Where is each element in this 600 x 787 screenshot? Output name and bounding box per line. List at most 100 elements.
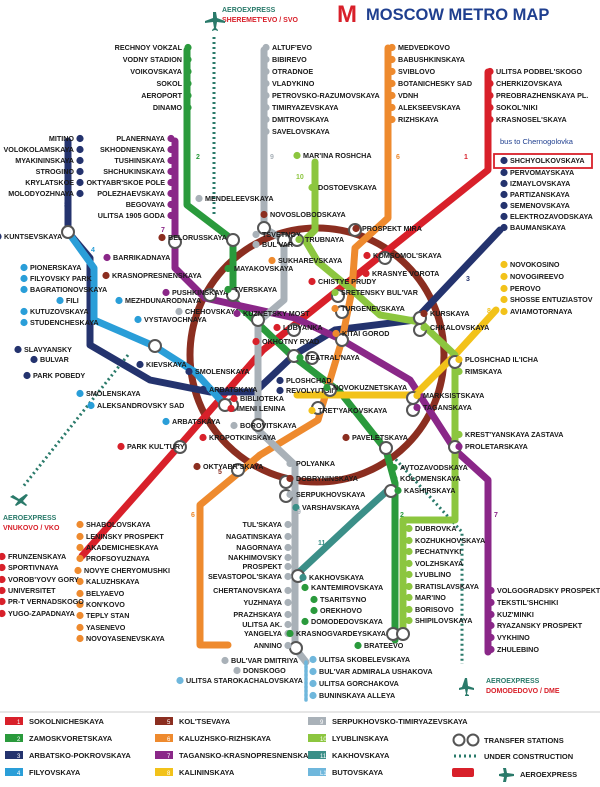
- station-dot: [76, 600, 84, 609]
- station-dot: [308, 183, 316, 192]
- airport-domodedovo: AEROEXPRESS DOMODEDOVO / DME: [459, 678, 560, 696]
- aeroexpress-tracks: [20, 35, 464, 664]
- legend-swatch: [5, 768, 23, 776]
- station-dot: [167, 145, 175, 154]
- station-label: PERVOMAYSKAYA: [510, 168, 574, 177]
- legend-line-name: BUTOVSKAYA: [332, 768, 384, 777]
- station-label: SHOSSE ENTUZIASTOV: [510, 295, 593, 304]
- station-label: KROPOTKINSKAYA: [209, 433, 276, 442]
- station-label: BAUMANSKAYA: [510, 223, 566, 232]
- legend-construction-label: UNDER CONSTRUCTION: [484, 752, 573, 761]
- transfer-marker: [379, 441, 393, 455]
- station-dot: [252, 337, 260, 346]
- transfer-marker: [378, 251, 392, 265]
- station-dot: [20, 274, 28, 283]
- airport-label: AEROEXPRESS: [3, 515, 57, 522]
- station-label: CHKALOVSKAYA: [430, 323, 489, 332]
- station-dot: [455, 430, 463, 439]
- legend-aeroexpress: AEROEXPRESS: [452, 768, 577, 782]
- station-dot: [500, 284, 508, 293]
- station-dot: [284, 543, 292, 552]
- station-dot: [500, 168, 508, 177]
- station-label: RIZHSKAYA: [398, 115, 439, 124]
- station-dot: [262, 67, 270, 76]
- station-label: PARTIZANSKAYA: [510, 190, 570, 199]
- station-label: PEROVO: [510, 284, 541, 293]
- station-dot: [487, 598, 495, 607]
- station-label: SEMENOVSKAYA: [510, 201, 570, 210]
- highlight-box: [493, 153, 593, 169]
- station-dot: [500, 295, 508, 304]
- station-dot: [413, 391, 421, 400]
- station-label: BAGRATIONOVSKAYA: [30, 285, 107, 294]
- station-dot: [405, 570, 413, 579]
- station-label: SMOLENSKAYA: [195, 367, 250, 376]
- station-dot: [221, 656, 229, 665]
- station-dot: [76, 178, 84, 187]
- line-number-labels: 2 9 6 1 10 3 7 4 3 8 5 1 6 9 2 11 7: [64, 154, 498, 547]
- station-label: SVIBLOVO: [398, 67, 436, 76]
- legend-transfer: TRANSFER STATIONS: [452, 733, 564, 747]
- station-dot: [390, 463, 398, 472]
- station-label: PLANERNAYA: [116, 134, 165, 143]
- station-dot: [500, 190, 508, 199]
- station-label: DOSTOEVSKAYA: [318, 183, 377, 192]
- station-label: CHERKIZOVSKAYA: [496, 79, 562, 88]
- station-dot: [455, 355, 463, 364]
- transfer-marker: [287, 323, 301, 337]
- station-dot: [87, 401, 95, 410]
- station-dot: [184, 79, 192, 88]
- line-number-label: 3: [64, 202, 68, 209]
- station-dot: [199, 433, 207, 442]
- station-label: VOROB'YOVY GORY: [8, 575, 79, 584]
- station-dot: [117, 442, 125, 451]
- station-label: AVTOZAVODSKAYA: [400, 463, 468, 472]
- station-label: PROSPEKT: [242, 562, 282, 571]
- station-label: BOROVITSKAYA: [240, 421, 297, 430]
- station-label: BUL'VAR DMITRIYA: [231, 656, 298, 665]
- station-dot: [167, 156, 175, 165]
- station-dot: [134, 315, 142, 324]
- station-label: PREOBRAZHENSKAYA PL.: [496, 91, 588, 100]
- station-label: SKHODNENSKAYA: [100, 145, 165, 154]
- station-label: PECHATNYKI: [415, 547, 461, 556]
- legend-line-name: FILYOVSKAYA: [29, 768, 81, 777]
- station-dot: [309, 679, 317, 688]
- legend-construction: UNDER CONSTRUCTION: [454, 752, 573, 761]
- station-label: PLOSHCHAD: [286, 376, 332, 385]
- map-legend: TRANSFER STATIONS UNDER CONSTRUCTION AER…: [0, 711, 600, 782]
- station-dot: [76, 145, 84, 154]
- station-dot: [420, 323, 428, 332]
- station-label: AKADEMICHESKAYA: [86, 543, 159, 552]
- station-label: ZHULEBINO: [497, 645, 539, 654]
- legend-line-name: TAGANSKO-KRASNOPRESNENSKAYA: [179, 751, 318, 760]
- station-label: SRETENSKY BUL'VAR: [341, 288, 419, 297]
- station-dot: [0, 597, 6, 606]
- transfer-marker: [226, 233, 240, 247]
- station-label: RECHNOY VOKZAL: [115, 43, 183, 52]
- legend-swatch: [5, 751, 23, 759]
- station-label: VOIKOVSKAYA: [130, 67, 182, 76]
- station-label: OREKHOVO: [320, 606, 362, 615]
- station-dot: [309, 655, 317, 664]
- station-label: MEZHDUNARODNAYA: [125, 296, 201, 305]
- station-dot: [500, 223, 508, 232]
- transfer-marker: [148, 339, 162, 353]
- station-dot: [455, 442, 463, 451]
- station-label: ELEKTROZAVODSKAYA: [510, 212, 593, 221]
- station-dot: [394, 486, 402, 495]
- station-dot: [14, 345, 22, 354]
- station-label: PAVELETSKAYA: [352, 433, 408, 442]
- station-label: PROSPEKT MIRA: [362, 224, 422, 233]
- station-dot: [284, 598, 292, 607]
- station-label: YASENEVO: [86, 623, 126, 632]
- station-dot: [286, 459, 294, 468]
- station-dot: [167, 167, 175, 176]
- station-dot: [500, 156, 508, 165]
- station-label: KANTEMIROVSKAYA: [311, 583, 383, 592]
